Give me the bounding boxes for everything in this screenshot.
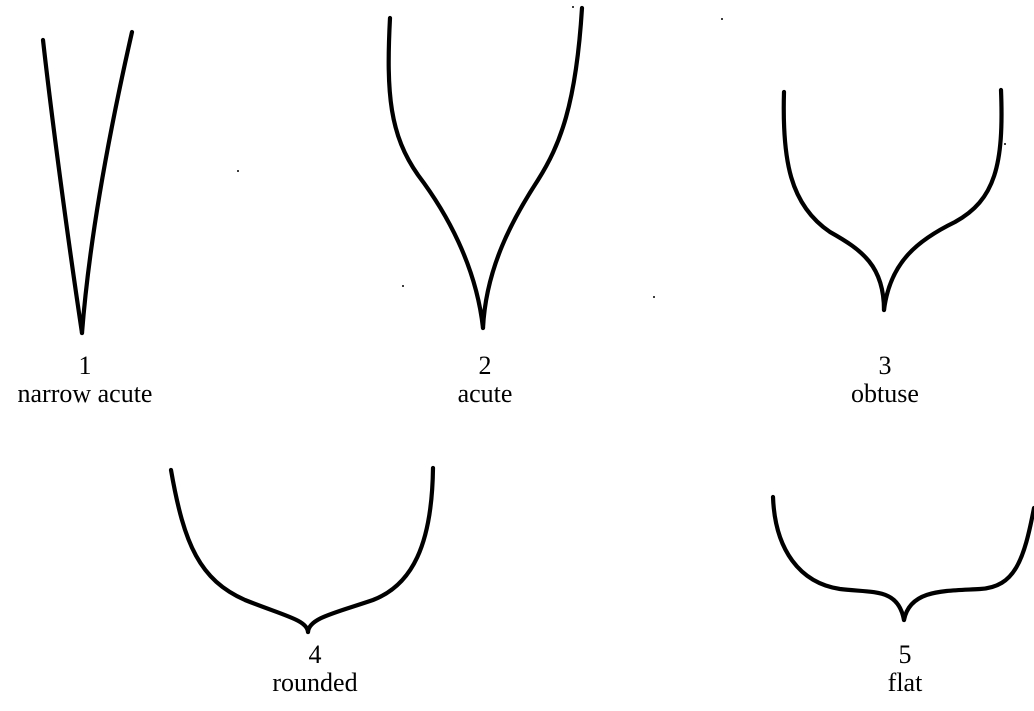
shape-5-name: flat bbox=[887, 668, 923, 697]
shape-1-number: 1 bbox=[78, 351, 92, 380]
shape-3-number: 3 bbox=[878, 351, 892, 380]
shape-4-rounded-outline bbox=[168, 465, 436, 635]
shape-4-left-curve bbox=[168, 467, 311, 635]
shape-2-name: acute bbox=[457, 379, 513, 408]
shape-1-right-curve bbox=[79, 29, 135, 336]
scan-speck bbox=[237, 170, 239, 172]
scan-speck bbox=[1004, 143, 1006, 145]
shape-3-name: obtuse bbox=[851, 379, 919, 408]
shape-3-right-curve bbox=[881, 87, 1004, 313]
shape-1-narrow-acute-outline bbox=[40, 29, 135, 336]
caption-shape-4: 4 rounded bbox=[250, 641, 380, 697]
caption-shape-2: 2 acute bbox=[420, 352, 550, 408]
scan-speck bbox=[572, 6, 574, 8]
shape-5-right-curve bbox=[901, 505, 1034, 623]
scan-speck bbox=[721, 18, 723, 20]
shape-2-number: 2 bbox=[478, 351, 492, 380]
shape-4-right-curve bbox=[305, 465, 436, 635]
shape-5-left-curve bbox=[770, 494, 907, 623]
shape-1-left-curve bbox=[40, 37, 85, 336]
scan-speck bbox=[402, 285, 404, 287]
shape-1-name: narrow acute bbox=[17, 379, 153, 408]
scan-speck bbox=[653, 296, 655, 298]
shape-5-number: 5 bbox=[898, 640, 912, 669]
caption-shape-5: 5 flat bbox=[845, 641, 965, 697]
shape-2-left-curve bbox=[386, 15, 486, 331]
shape-3-obtuse-outline bbox=[781, 87, 1004, 313]
shape-2-right-curve bbox=[480, 5, 585, 331]
shape-2-acute-outline bbox=[386, 5, 585, 331]
caption-shape-1: 1 narrow acute bbox=[0, 352, 170, 408]
shape-4-name: rounded bbox=[272, 668, 358, 697]
caption-shape-3: 3 obtuse bbox=[810, 352, 960, 408]
shape-5-flat-outline bbox=[770, 494, 1034, 623]
shape-4-number: 4 bbox=[308, 640, 322, 669]
shape-3-left-curve bbox=[781, 89, 887, 313]
